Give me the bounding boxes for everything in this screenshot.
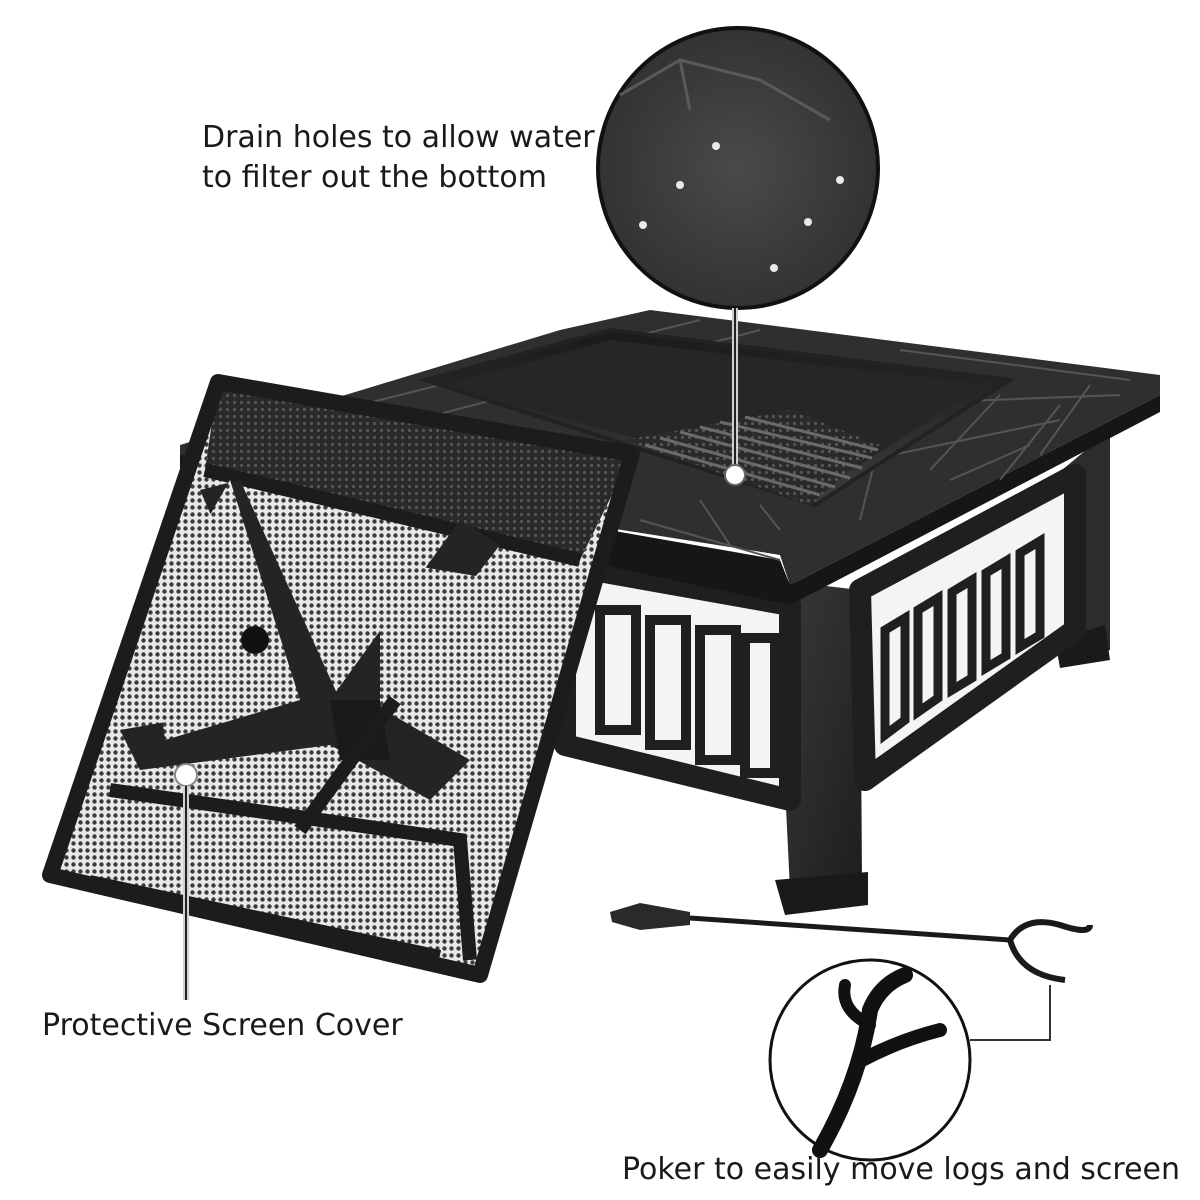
poker-tip-zoom-icon [768, 958, 972, 1162]
screen-cover [42, 374, 640, 1000]
screen-cover-caption: Protective Screen Cover [42, 1008, 403, 1043]
drain-hole-zoom-icon [596, 26, 880, 486]
poker [610, 903, 1093, 1041]
poker-caption: Poker to easily move logs and screen [622, 1152, 1181, 1187]
drain-holes-caption: Drain holes to allow water to filter out… [202, 118, 595, 198]
drain-holes-caption-line1: Drain holes to allow water [202, 120, 595, 155]
drain-holes-caption-line2: to filter out the bottom [202, 160, 547, 195]
fire-pit [180, 310, 1160, 915]
